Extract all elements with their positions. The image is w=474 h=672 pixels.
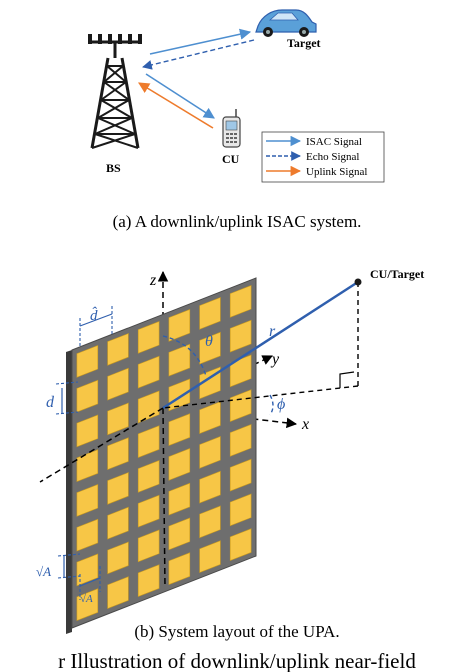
antenna-element — [229, 354, 252, 388]
antenna-element — [229, 424, 252, 457]
phi-arc — [269, 394, 274, 416]
antenna-element — [199, 505, 221, 539]
antenna-element — [137, 564, 160, 597]
antenna-element — [76, 379, 99, 413]
sqrt-a-horizontal-dimension — [79, 577, 101, 587]
legend-uplink-label: Uplink Signal — [306, 166, 367, 178]
legend-isac-label: ISAC Signal — [306, 136, 362, 148]
antenna-element — [229, 493, 252, 527]
cu-target-label: CU/Target — [370, 267, 424, 281]
target-label: Target — [287, 36, 321, 50]
antenna-element — [107, 402, 129, 436]
antenna-element — [107, 333, 129, 366]
panel-edge — [66, 350, 72, 634]
antenna-element — [229, 319, 252, 353]
antenna-element — [199, 470, 221, 504]
antenna-element — [137, 494, 160, 528]
antenna-element — [107, 472, 129, 505]
antenna-element — [107, 506, 129, 540]
antenna-element — [107, 367, 129, 401]
x-label: x — [301, 416, 309, 433]
d-ext-bottom — [55, 411, 79, 415]
antenna-element — [107, 437, 129, 470]
r-label: r — [269, 323, 276, 340]
bs-tower-icon — [88, 34, 142, 149]
antenna-element — [168, 482, 191, 516]
uplink-signal-arrow — [138, 82, 214, 129]
upa-elements — [76, 285, 252, 621]
antenna-element — [168, 343, 191, 377]
legend-echo-label: Echo Signal — [306, 151, 359, 163]
phi-label: ϕ — [277, 396, 285, 413]
antenna-element — [168, 309, 191, 342]
antenna-element — [229, 528, 252, 561]
antenna-element — [229, 458, 252, 492]
antenna-element — [199, 331, 221, 365]
sqrt-a-ext-bottom — [57, 575, 81, 579]
antenna-element — [137, 355, 160, 389]
sqrt-a-label-bottom: √A — [80, 593, 93, 605]
antenna-element — [137, 321, 160, 354]
antenna-element — [199, 401, 221, 434]
antenna-element — [76, 414, 99, 448]
sqrt-a-ext-top — [57, 553, 81, 557]
antenna-element — [107, 541, 129, 575]
antenna-element — [137, 529, 160, 563]
legend: ISAC Signal Echo Signal Uplink Signal — [261, 131, 385, 183]
caption-b: (b) System layout of the UPA. — [134, 622, 339, 641]
y-label: y — [270, 351, 280, 368]
cu-target-point — [354, 278, 362, 286]
antenna-element — [137, 460, 160, 493]
antenna-element — [168, 413, 191, 446]
y-axis-negative — [39, 407, 164, 483]
cu-label: CU — [222, 152, 240, 166]
d-hat-label: d̂ — [90, 307, 98, 324]
isac-downlink-arrow-cu — [145, 73, 215, 119]
antenna-element — [76, 345, 99, 378]
ray-r — [162, 280, 359, 410]
antenna-element — [168, 448, 191, 481]
theta-arc — [162, 335, 207, 377]
isac-downlink-arrow-target — [149, 28, 252, 55]
antenna-element — [76, 449, 99, 482]
z-axis-negative — [162, 407, 166, 589]
antenna-element — [76, 484, 99, 517]
antenna-element — [137, 390, 160, 424]
theta-label: θ — [205, 333, 213, 350]
antenna-element — [199, 297, 221, 330]
antenna-element — [137, 425, 160, 458]
phone-icon — [222, 109, 241, 148]
antenna-element — [199, 436, 221, 469]
antenna-element — [168, 517, 191, 551]
antenna-element — [199, 540, 221, 573]
projection-horizontal — [162, 385, 359, 409]
antenna-element — [229, 389, 252, 422]
antenna-element — [76, 518, 99, 552]
d-hat-dimension — [79, 313, 113, 327]
d-ext-top — [55, 381, 79, 385]
caption-a: (a) A downlink/uplink ISAC system. — [113, 212, 362, 231]
right-angle-mark — [339, 371, 355, 388]
antenna-element — [76, 553, 99, 587]
echo-signal-arrow — [142, 39, 255, 70]
d-label: d — [46, 394, 55, 411]
z-label: z — [149, 272, 157, 289]
car-icon — [255, 9, 317, 37]
figure-caption-partial: r Illustration of downlink/uplink near-f… — [58, 649, 416, 672]
antenna-element — [229, 285, 252, 318]
antenna-element — [168, 552, 191, 585]
sqrt-a-label-left: √A — [36, 564, 51, 579]
bs-label: BS — [106, 161, 121, 175]
antenna-element — [76, 588, 99, 621]
antenna-element — [107, 576, 129, 609]
